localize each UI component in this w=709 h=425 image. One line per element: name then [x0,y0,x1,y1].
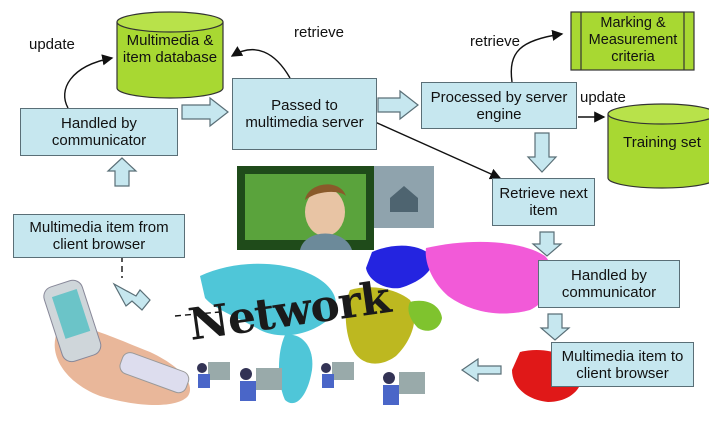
training-set-cylinder [607,103,709,189]
multimedia-database-cylinder [116,11,224,99]
mobile-phone-image [43,279,191,405]
retrieve-label-top: retrieve [294,24,345,41]
update-label-right: update [580,89,626,106]
item-from-client-box: Multimedia item from client browser [13,214,185,258]
child-photo [237,166,374,250]
retrieve-next-item-box: Retrieve next item [492,178,595,226]
update-label-left: update [29,36,75,53]
passed-to-server-box: Passed to multimedia server [232,78,377,150]
home-icon[interactable] [374,166,434,228]
criteria-box [570,11,695,71]
training-set-label: Training set [623,134,701,151]
criteria-label: Marking & Measurement criteria [588,15,678,65]
computer-user-icon [197,362,425,405]
handled-by-communicator-right-box: Handled by communicator [538,260,680,308]
processed-by-server-box: Processed by server engine [421,82,577,129]
connectors [64,29,606,317]
handled-by-communicator-top-box: Handled by communicator [20,108,178,156]
retrieve-label-right: retrieve [470,33,521,50]
world-map [200,241,583,404]
item-to-client-box: Multimedia item to client browser [551,342,694,387]
database-label: Multimedia & item database [122,32,218,66]
block-arrows [106,89,571,383]
